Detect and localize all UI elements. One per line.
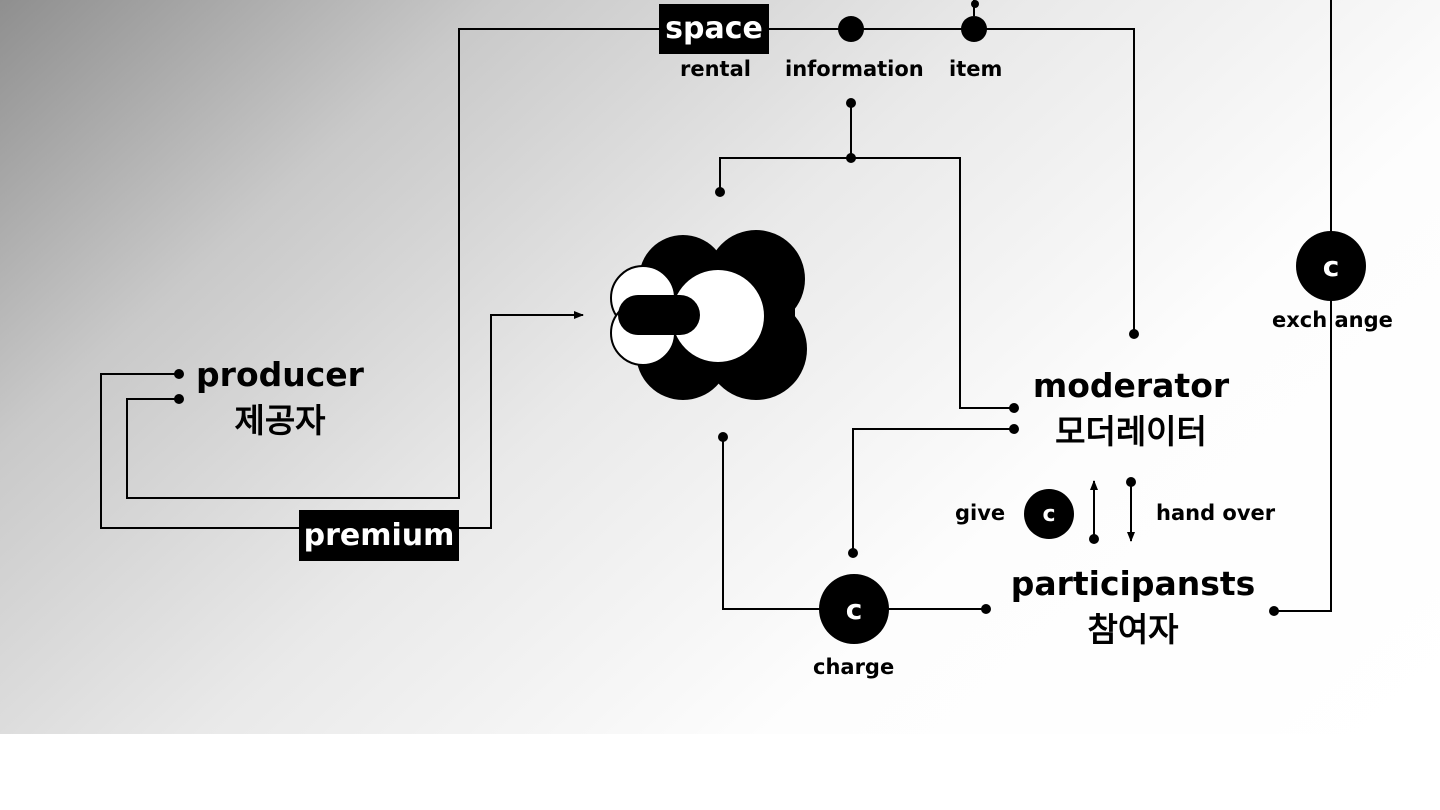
moderator-label-en: moderator <box>1032 366 1230 405</box>
charge-coin-icon: c <box>819 574 889 644</box>
give-label: give <box>955 501 1006 525</box>
information-branch-wire <box>719 103 1014 409</box>
moderator-to-charge-wire <box>852 428 1014 553</box>
diagram-canvas: space rental information item producer 제… <box>0 0 1440 734</box>
participants-label-ko: 참여자 <box>1087 610 1179 650</box>
producer-label-ko: 제공자 <box>234 401 326 441</box>
platform-bottom-dot <box>718 432 728 442</box>
moderator-left-dot-1 <box>1009 403 1019 413</box>
rental-label: rental <box>680 57 751 81</box>
top-rail-wire <box>768 28 1135 334</box>
platform-to-participants-wire <box>722 437 986 610</box>
give-coin-icon: c <box>1024 489 1074 539</box>
information-node <box>838 16 864 42</box>
producer-label-en: producer <box>196 355 364 394</box>
platform-cloud-icon <box>610 230 807 400</box>
hand-over-label: hand over <box>1156 501 1276 525</box>
item-stem-dot <box>971 0 979 8</box>
charge-top-dot <box>848 548 858 558</box>
exchange-coin-icon: c <box>1296 231 1366 301</box>
give-arrow-dot <box>1089 534 1099 544</box>
producer-to-premium-wire <box>100 373 300 529</box>
space-to-producer-wire <box>126 28 660 499</box>
item-label: item <box>949 57 1003 81</box>
moderator-top-dot <box>1129 329 1139 339</box>
producer-dot-1 <box>174 369 184 379</box>
branch-junction <box>846 153 856 163</box>
hand-over-arrow-dot <box>1126 477 1136 487</box>
producer-label: producer 제공자 <box>196 352 364 444</box>
platform-top-dot <box>715 187 725 197</box>
participants-label: participansts 참여자 <box>1010 561 1256 653</box>
moderator-left-dot-2 <box>1009 424 1019 434</box>
participants-left-dot <box>981 604 991 614</box>
exchange-rail-wire <box>1274 0 1332 612</box>
charge-label: charge <box>813 655 895 679</box>
participants-right-dot <box>1269 606 1279 616</box>
exchange-label: exch ange <box>1272 308 1393 332</box>
moderator-label: moderator 모더레이터 <box>1030 363 1232 455</box>
item-node <box>961 16 987 42</box>
premium-tag: premium <box>299 510 459 561</box>
moderator-label-ko: 모더레이터 <box>1055 412 1207 452</box>
connector-layer <box>100 0 1332 616</box>
information-dot <box>846 98 856 108</box>
participants-label-en: participansts <box>1010 564 1256 603</box>
premium-to-platform-wire <box>458 311 584 529</box>
information-label: information <box>785 57 924 81</box>
space-tag: space <box>659 4 769 54</box>
producer-dot-2 <box>174 394 184 404</box>
